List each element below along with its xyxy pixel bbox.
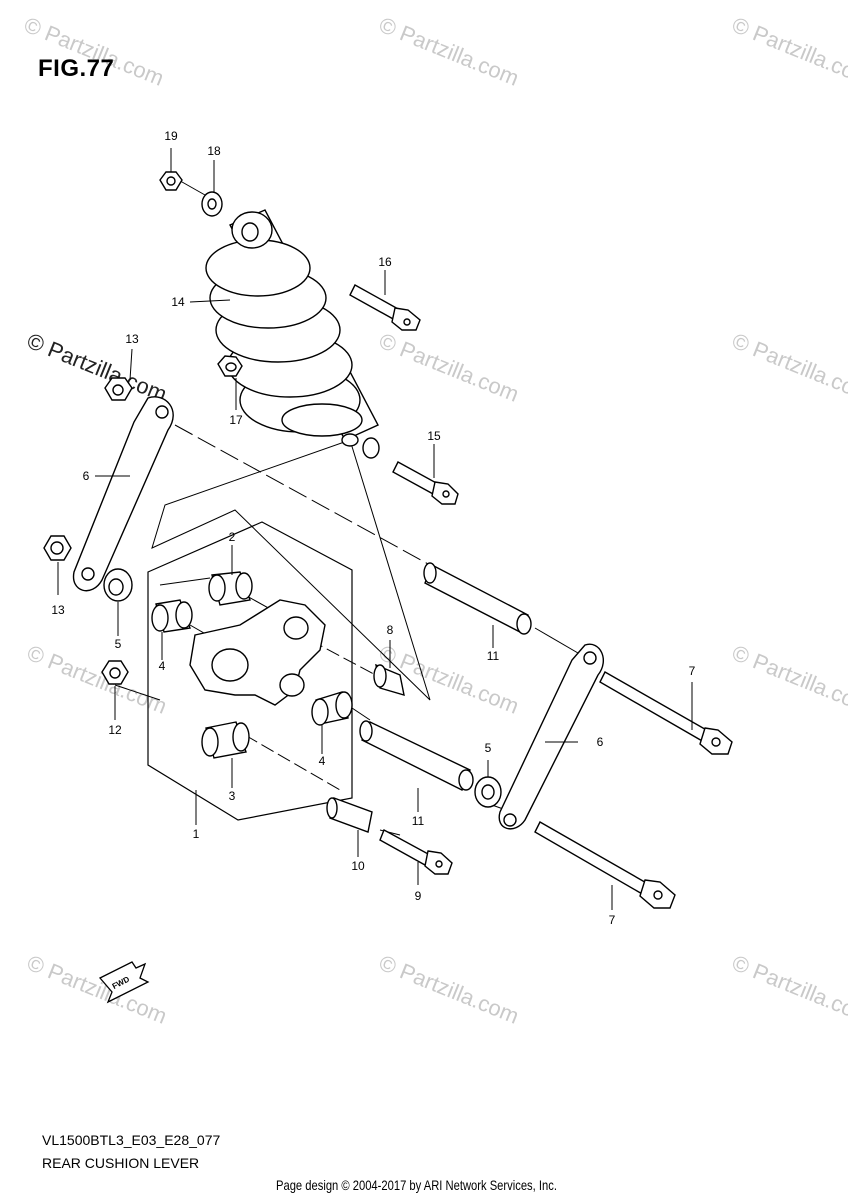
shock-absorber-14-icon	[205, 209, 380, 459]
callout-7: 7	[689, 664, 696, 678]
model-code: VL1500BTL3_E03_E28_077	[42, 1132, 221, 1148]
bolt-16-icon	[349, 284, 421, 331]
callout-2: 2	[229, 530, 236, 544]
callout-9: 9	[415, 889, 422, 903]
callout-11: 11	[487, 649, 500, 663]
callout-6: 6	[597, 735, 604, 749]
bolt-9-icon	[379, 829, 453, 875]
lever-assembly-outline	[147, 521, 353, 821]
fwd-arrow-icon: FWD	[98, 961, 150, 1004]
callout-13: 13	[125, 332, 139, 346]
bearing-4-icon	[311, 691, 353, 726]
nut-17-icon	[217, 355, 243, 377]
leader-lines	[57, 148, 693, 910]
spacer-11-icon	[423, 562, 532, 635]
link-rod-6-icon	[72, 396, 174, 592]
nut-13-icon	[43, 535, 72, 561]
callout-10: 10	[351, 859, 365, 873]
callout-3: 3	[229, 789, 236, 803]
callout-14: 14	[171, 295, 185, 309]
callout-5: 5	[485, 741, 492, 755]
callout-19: 19	[164, 129, 178, 143]
callout-17: 17	[229, 413, 243, 427]
nut-12-icon	[101, 660, 129, 685]
bolt-7-icon	[599, 671, 733, 755]
callout-6: 6	[83, 469, 90, 483]
bushing-8-icon	[373, 663, 405, 696]
callout-16: 16	[378, 255, 392, 269]
guide-triangle	[151, 439, 431, 701]
callout-15: 15	[427, 429, 441, 443]
bearing-4-icon	[151, 599, 193, 633]
callout-4: 4	[159, 659, 166, 673]
bolt-7-icon	[534, 821, 676, 909]
nut-13-icon	[104, 377, 133, 401]
nut-19-icon	[159, 171, 183, 191]
spacer-11-icon	[359, 720, 474, 791]
figure-title: FIG.77	[38, 55, 115, 82]
callout-7: 7	[609, 913, 616, 927]
cushion-lever-1-icon	[189, 599, 326, 706]
page-credit: Page design © 2004-2017 by ARI Network S…	[276, 1177, 557, 1193]
callout-5: 5	[115, 637, 122, 651]
callout-18: 18	[207, 144, 221, 158]
bearing-2-icon	[208, 571, 253, 606]
callout-8: 8	[387, 623, 394, 637]
link-rod-6-icon	[498, 643, 604, 830]
callout-1: 1	[193, 827, 200, 841]
callout-labels: 19 18 16 14 13 17 15 6 2 13 5 4 8 11 7 1…	[51, 129, 695, 927]
callout-13: 13	[51, 603, 65, 617]
callout-12: 12	[108, 723, 122, 737]
callout-11: 11	[412, 814, 425, 828]
bearing-3-icon	[201, 721, 250, 759]
callout-4: 4	[319, 754, 326, 768]
washer-5-icon	[474, 776, 502, 808]
bushing-10-icon	[326, 797, 373, 833]
bolt-15-icon	[392, 461, 459, 505]
washer-5-icon	[103, 568, 133, 602]
washer-18-icon	[201, 191, 223, 217]
diagram-name: REAR CUSHION LEVER	[42, 1155, 200, 1171]
